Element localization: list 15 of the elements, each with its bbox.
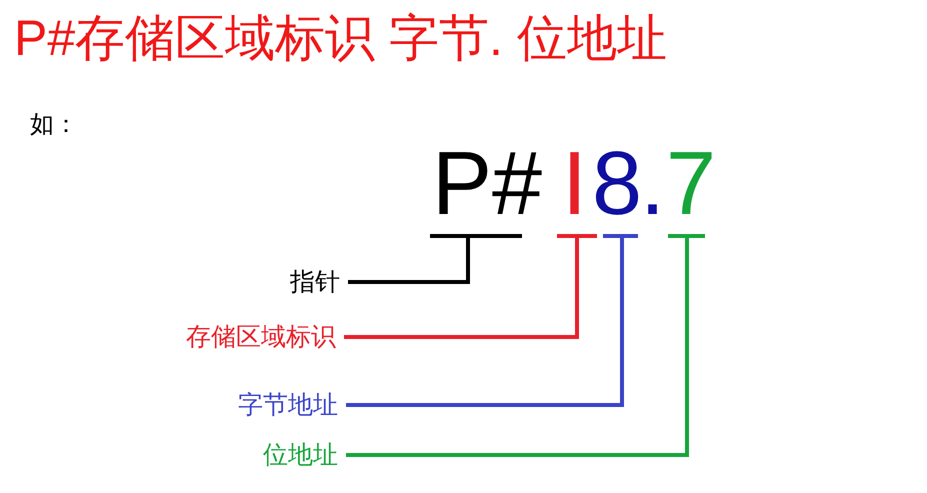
label-text: 存储区域标识 (186, 321, 336, 353)
leader-line (346, 234, 640, 407)
address-part: 7 (666, 140, 716, 236)
label-text: 指针 (290, 266, 340, 298)
address-part: 8 (592, 140, 642, 236)
leader-line (346, 234, 707, 457)
title-text: P#存储区域标识 字节. 位地址 (14, 9, 667, 68)
address-part: P# (432, 140, 542, 236)
label-text: 位地址 (263, 439, 338, 471)
dot-separator: . (640, 140, 666, 228)
leader-line (344, 234, 599, 339)
leader-line (348, 234, 524, 284)
address-part: I (562, 140, 588, 236)
label-text: 字节地址 (238, 389, 338, 421)
example-label: 如： (30, 110, 78, 140)
